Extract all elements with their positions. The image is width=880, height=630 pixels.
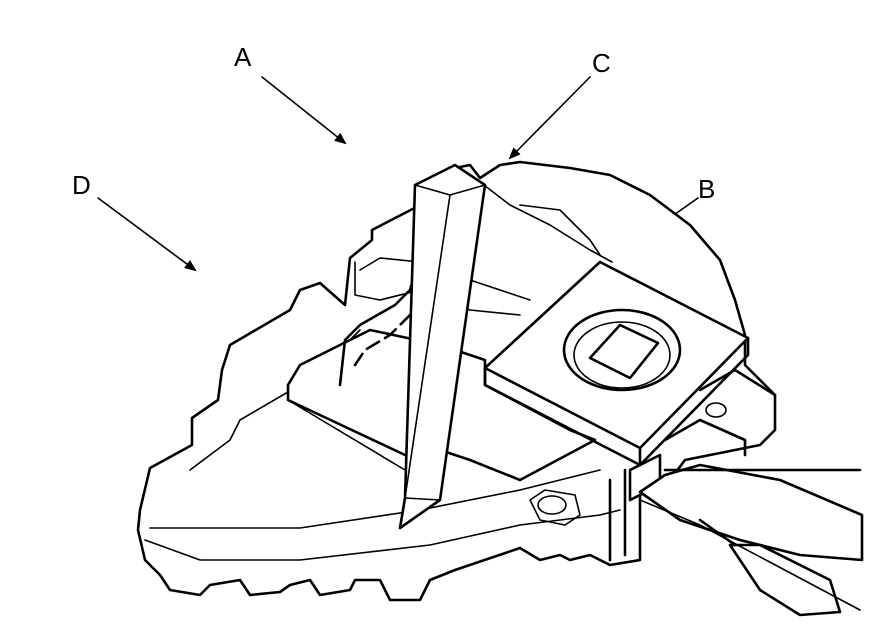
screwdriver bbox=[638, 463, 864, 617]
callout-label-b: B bbox=[698, 174, 715, 204]
square-drive bbox=[588, 323, 660, 380]
callout-label-a: A bbox=[234, 42, 252, 72]
sensor-plate bbox=[483, 260, 750, 467]
arrow-d bbox=[97, 197, 197, 272]
arrow-a bbox=[261, 76, 347, 145]
tall-bar bbox=[398, 163, 487, 530]
mount-hole bbox=[705, 402, 727, 418]
callout-labels: A B C D bbox=[72, 42, 715, 204]
callout-label-c: C bbox=[592, 48, 611, 78]
lower-mount-hole bbox=[537, 495, 567, 515]
arrow-c bbox=[508, 76, 591, 160]
callout-label-d: D bbox=[72, 170, 91, 200]
socket-ring bbox=[562, 308, 682, 392]
